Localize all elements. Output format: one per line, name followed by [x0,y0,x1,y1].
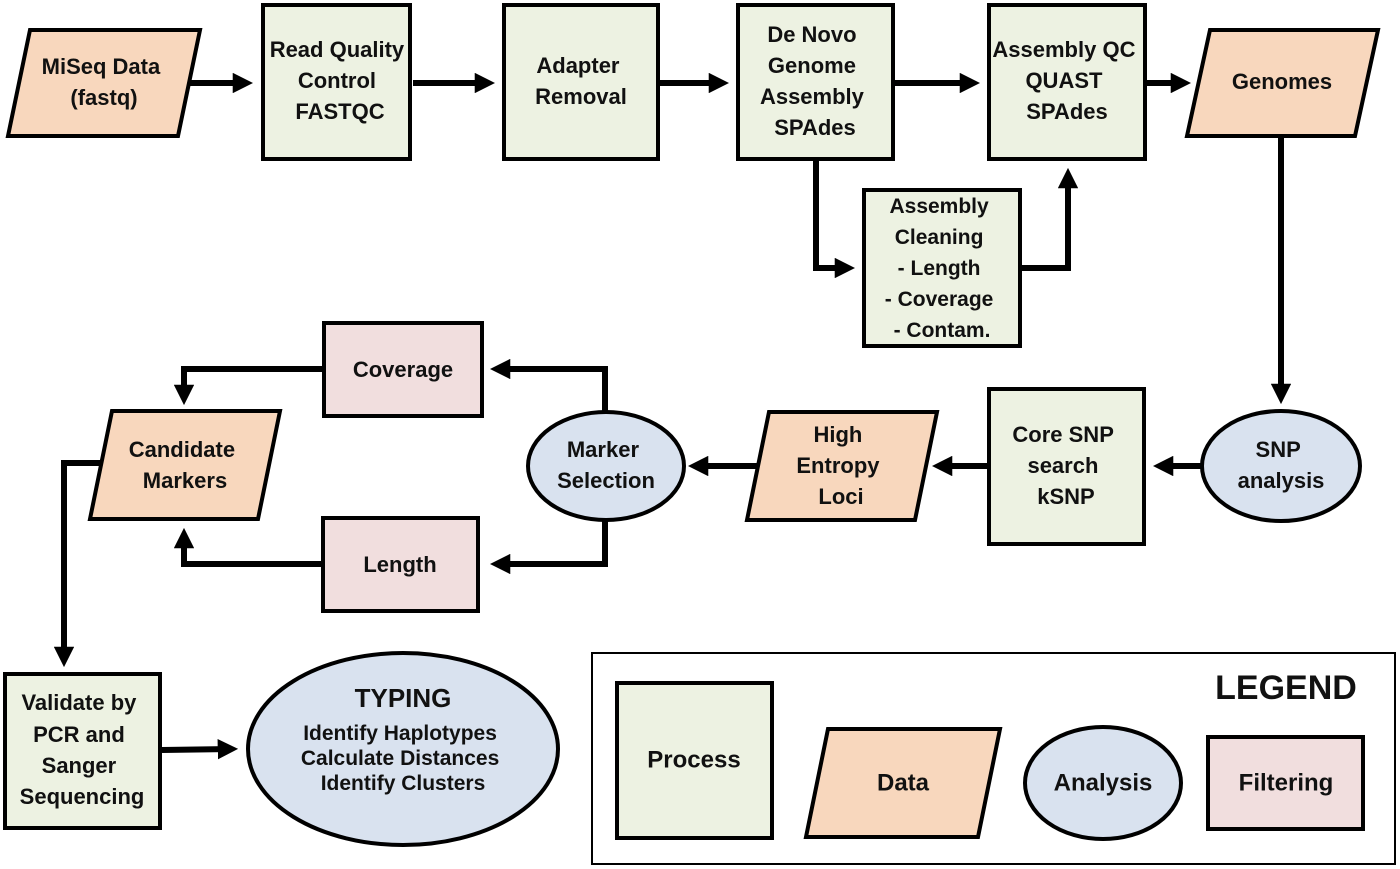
legend: LEGEND Process Data Analysis Filtering [591,652,1396,865]
legend-process-label: Process [647,746,740,773]
node-marker-selection: Marker Selection [526,410,686,522]
legend-filtering-label: Filtering [1239,769,1334,796]
node-coverage-label: Coverage [353,357,453,382]
node-length-filter: Length [321,516,480,613]
node-assembly-qc: Assembly QC QUAST SPAdes [987,3,1147,161]
node-denovo-label: De Novo Genome Assembly SPAdes [760,22,870,140]
node-coverage-filter: Coverage [322,321,484,418]
arrow-marker-to-length [489,521,608,575]
node-length-label: Length [363,552,436,577]
node-read-quality-control: Read Quality Control FASTQC [261,3,412,161]
node-rqc-label: Read Quality Control FASTQC [270,37,411,124]
node-typing-label: Identify Haplotypes Calculate Distances … [301,722,505,795]
node-miseq-label: MiSeq Data (fastq) [42,54,167,110]
node-adapter-removal: Adapter Removal [502,3,660,161]
node-miseq-data: MiSeq Data (fastq) [5,28,203,138]
legend-process: Process [615,681,774,840]
arrow-coverage-to-candidate [173,366,323,406]
arrow-denovo-to-cleaning [813,160,856,279]
node-genomes: Genomes [1184,28,1381,138]
node-coresnp-label: Core SNP search kSNP [1012,422,1119,509]
node-high-entropy-loci: High Entropy Loci [744,410,940,522]
node-candidate-markers: Candidate Markers [87,409,283,521]
node-typing-title: TYPING [355,683,452,713]
node-de-novo-assembly: De Novo Genome Assembly SPAdes [736,3,895,161]
legend-analysis-label: Analysis [1054,769,1153,796]
node-marker-label: Marker Selection [557,437,655,493]
legend-title: LEGEND [1215,669,1357,707]
node-genomes-label: Genomes [1232,69,1332,94]
node-validate-label: Validate by PCR and Sanger Sequencing [20,690,145,809]
legend-filtering: Filtering [1206,735,1365,831]
node-cleaning-label: Assembly Cleaning - Length - Coverage - … [885,195,999,342]
node-validate-pcr: Validate by PCR and Sanger Sequencing [3,672,162,830]
node-entropy-label: High Entropy Loci [796,422,885,509]
node-adapter-label: Adapter Removal [535,53,627,109]
node-candidate-label: Candidate Markers [129,437,241,493]
node-core-snp-search: Core SNP search kSNP [987,387,1146,546]
legend-data: Data [803,727,1003,839]
node-aqc-label: Assembly QC QUAST SPAdes [992,37,1141,124]
arrow-validate-to-typing [161,739,239,760]
node-snp-label: SNP analysis [1238,437,1325,493]
node-assembly-cleaning: Assembly Cleaning - Length - Coverage - … [862,188,1022,348]
connectors [53,72,1292,760]
node-typing: TYPING Identify Haplotypes Calculate Dis… [246,651,560,847]
node-snp-analysis: SNP analysis [1200,409,1362,523]
arrow-candidate-to-validate [53,460,100,668]
arrow-cleaning-to-aqc [1022,167,1079,271]
arrow-length-to-candidate [173,527,323,567]
legend-analysis: Analysis [1023,725,1183,841]
arrow-marker-to-coverage [489,358,608,412]
legend-data-label: Data [877,769,930,796]
